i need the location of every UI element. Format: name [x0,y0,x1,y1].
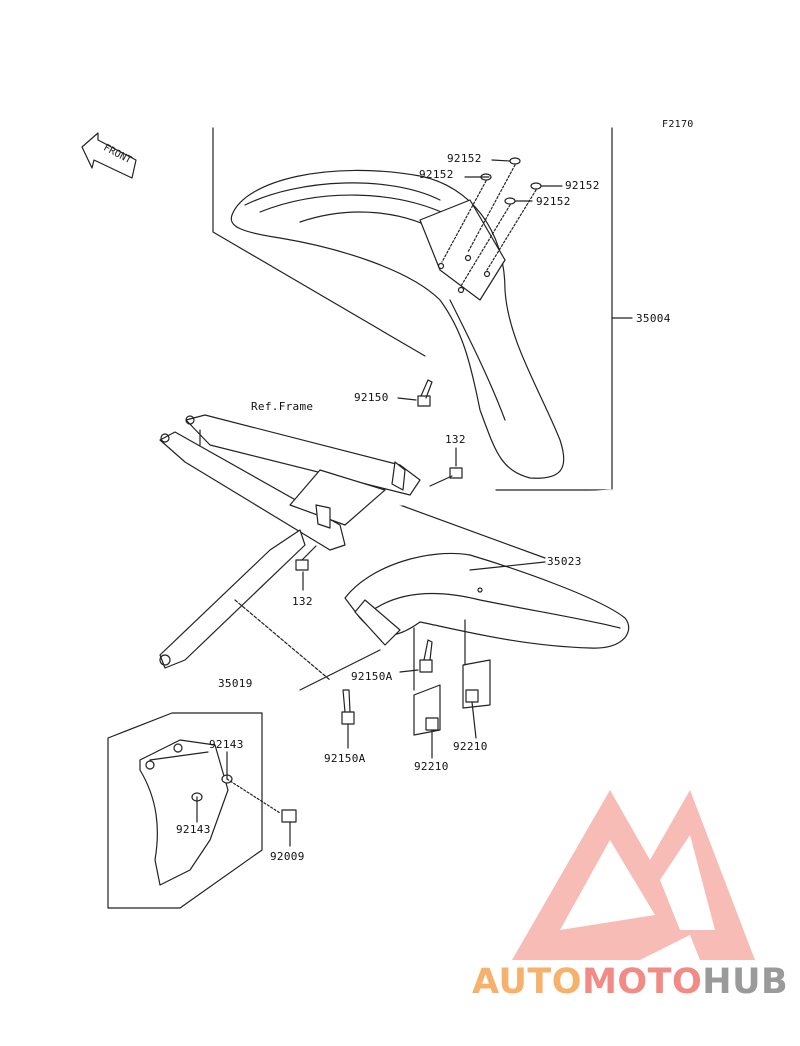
brand-part-hub: HUB [702,962,789,1002]
front-arrow-icon: FRONT [81,132,137,179]
ref-frame-label: Ref.Frame [251,400,314,413]
part-label-92009: 92009 [270,850,305,863]
part-label-92150: 92150 [354,391,389,404]
part-label-92210-b: 92210 [414,760,449,773]
part-label-92210-a: 92210 [453,740,488,753]
sheet-code: F2170 [662,119,694,130]
part-label-92143-a: 92143 [209,738,244,751]
frame-drawing [159,414,613,669]
part-label-92152-d: 92152 [536,195,571,208]
part-label-92152-b: 92152 [419,168,454,181]
part-label-92152-c: 92152 [565,179,600,192]
brand-part-moto: MOTO [582,962,703,1002]
rear-fender-drawing [234,552,630,759]
part-label-35004: 35004 [636,312,671,325]
watermark-brand: AUTOMOTOHUB [472,962,788,1002]
part-label-92150A-a: 92150A [351,670,393,683]
part-label-132-b: 132 [292,595,313,608]
part-label-92150A-b: 92150A [324,752,366,765]
brand-part-auto: AUTO [472,962,583,1002]
mud-flap-group [107,712,297,909]
part-label-92143-b: 92143 [176,823,211,836]
part-label-132-a: 132 [445,433,466,446]
automotohub-logo-icon [512,790,755,960]
part-label-35019: 35019 [218,677,253,690]
part-label-35023: 35023 [547,555,582,568]
part-label-92152-a: 92152 [447,152,482,165]
front-fender-group [212,127,633,491]
